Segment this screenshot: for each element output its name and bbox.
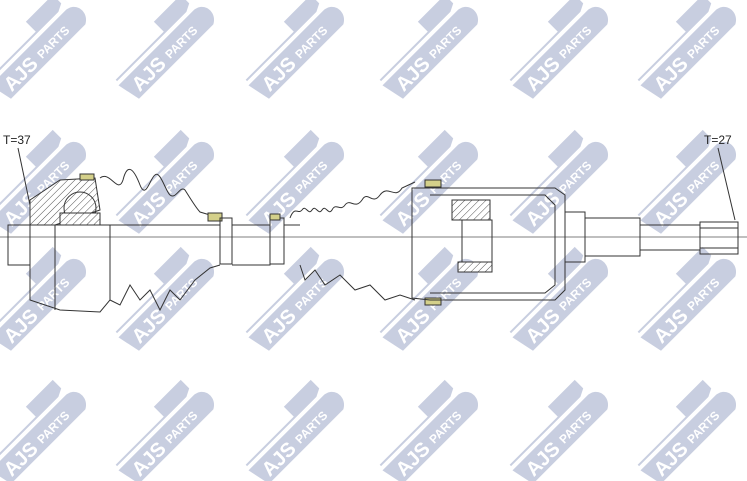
boot-clamp [424,179,442,188]
drive-shaft-drawing [0,147,747,313]
outer-cv-joint [7,173,111,313]
inner-boot [289,181,416,219]
inner-boot-lower [299,264,416,301]
boot-clamp [207,212,223,222]
boot-clamp [79,173,95,181]
leader-line-left [17,147,31,206]
inner-joint-housing [411,187,566,301]
left-spline-label: T=37 [3,133,31,147]
right-spline-label: T=27 [704,133,732,147]
shaft [219,213,300,266]
boot-clamp [424,297,442,306]
stub-shaft [564,211,739,263]
outer-boot [99,168,211,216]
outer-boot-lower [109,224,221,312]
leader-line-right [717,147,736,221]
